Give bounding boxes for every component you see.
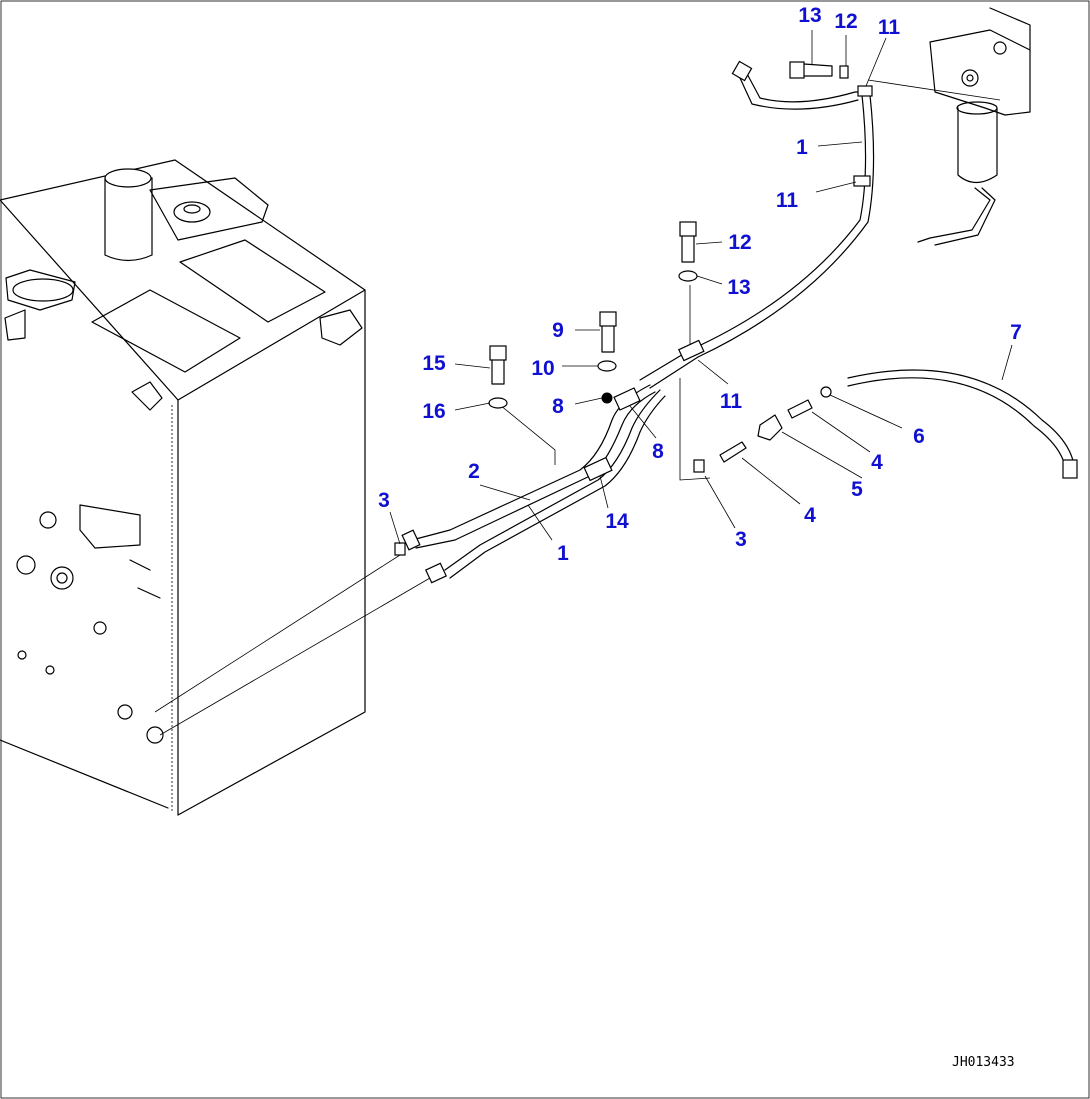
callout-13-top: 13 xyxy=(798,4,821,27)
callout-16: 16 xyxy=(422,400,445,423)
callout-3-left: 3 xyxy=(378,489,390,512)
callout-12-mid: 12 xyxy=(728,231,751,254)
callout-11-low: 11 xyxy=(720,390,743,413)
filter-unit xyxy=(917,7,1031,246)
tank-right-face xyxy=(177,289,366,816)
tank-lug-right xyxy=(319,309,363,346)
tank-cap xyxy=(12,278,74,302)
tank-plate-1 xyxy=(179,239,326,323)
clamp-mid xyxy=(853,175,871,187)
callout-15: 15 xyxy=(422,352,446,375)
callout-11-mid: 11 xyxy=(776,189,799,212)
hose-main xyxy=(639,94,867,381)
clamp-14 xyxy=(583,456,613,482)
bolt-13-top xyxy=(789,61,833,79)
callout-6: 6 xyxy=(913,425,925,448)
hose-7 xyxy=(847,369,1076,476)
filler-neck xyxy=(104,168,269,262)
nut-8 xyxy=(601,392,613,404)
hose-routing xyxy=(154,60,1001,736)
washer-10 xyxy=(597,360,617,372)
tank-bracket-top xyxy=(5,269,76,311)
callout-13-mid: 13 xyxy=(727,276,750,299)
nut-3-right xyxy=(693,459,705,473)
nut-3-left xyxy=(394,542,406,556)
callout-11-top: 11 xyxy=(878,16,901,39)
nut-12-top xyxy=(839,65,849,79)
tank-lug-left xyxy=(4,309,26,341)
drawing-code: JH013433 xyxy=(952,1055,1015,1070)
fitting-5 xyxy=(757,414,783,441)
callout-8-left: 8 xyxy=(552,395,564,418)
callout-5: 5 xyxy=(851,478,863,501)
callout-14: 14 xyxy=(605,510,629,533)
washer-13-mid xyxy=(678,270,698,282)
tank-assembly xyxy=(0,159,366,816)
callout-8-right: 8 xyxy=(652,440,664,463)
hose-7-end xyxy=(1062,459,1078,479)
clamp-low xyxy=(678,339,705,362)
fitting-4-right xyxy=(787,399,813,419)
washer-16 xyxy=(488,397,508,409)
bolt-15 xyxy=(489,345,507,385)
fasteners xyxy=(394,61,1078,556)
callout-3-right: 3 xyxy=(735,528,747,551)
clamp-8 xyxy=(613,387,641,411)
callout-7: 7 xyxy=(1010,321,1022,344)
callout-1-low: 1 xyxy=(557,542,569,565)
tank-side-fittings xyxy=(16,504,164,744)
tank-plate-2 xyxy=(91,289,241,373)
tank-base-edge xyxy=(0,739,169,809)
hose-twin-b xyxy=(444,389,661,571)
clamp-top xyxy=(857,85,873,97)
callout-2: 2 xyxy=(468,460,480,483)
callout-1-top: 1 xyxy=(796,136,808,159)
hose-top-bend xyxy=(744,69,866,103)
callout-12-top: 12 xyxy=(834,10,857,33)
bolt-9 xyxy=(599,311,617,353)
tank-lug-front xyxy=(131,381,163,411)
bolt-12-mid xyxy=(679,221,697,263)
fitting-4-low xyxy=(719,441,747,463)
callout-4-low: 4 xyxy=(804,504,816,527)
leader-lines xyxy=(389,30,1013,545)
callout-10: 10 xyxy=(531,357,554,380)
callout-4-right: 4 xyxy=(871,451,883,474)
seal-6 xyxy=(820,386,832,398)
callout-9: 9 xyxy=(552,319,564,342)
